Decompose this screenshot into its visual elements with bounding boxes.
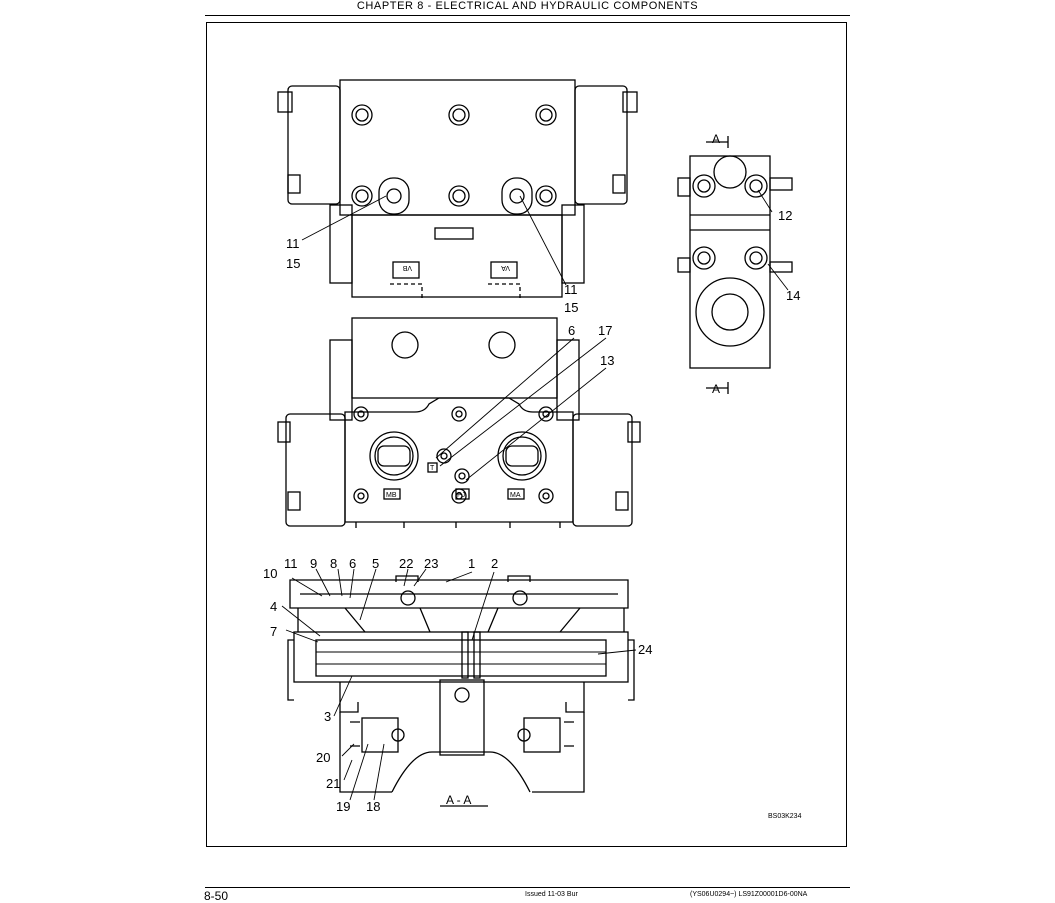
callout-bot-23: 23 [424, 556, 438, 571]
callout-bot-22: 22 [399, 556, 413, 571]
callout-bot-5: 5 [372, 556, 379, 571]
leader-lines [281, 189, 789, 801]
figure-code: BS03K234 [768, 813, 802, 820]
chapter-header: CHAPTER 8 - ELECTRICAL AND HYDRAULIC COM… [356, 0, 699, 12]
callout-bot-24: 24 [638, 642, 652, 657]
port-mark-t: T [430, 465, 435, 472]
header-rule [205, 15, 850, 16]
callout-bot-2: 2 [491, 556, 498, 571]
port-mark-mb: MB [386, 492, 397, 499]
page-number: 8-50 [204, 889, 229, 903]
callout-bot-21: 21 [326, 776, 340, 791]
callout-bot-7: 7 [270, 624, 277, 639]
callout-top-11-right: 11 [564, 282, 578, 297]
callout-bot-18: 18 [366, 799, 380, 814]
callout-bot-8: 8 [330, 556, 337, 571]
issued-date: Issued 11-03 Bur [525, 891, 578, 898]
port-mark-vb: VB [402, 264, 412, 271]
port-mark-pj: PJ [457, 492, 465, 499]
callout-mid-6: 6 [568, 323, 575, 338]
callout-bot-20: 20 [316, 750, 330, 765]
callout-bot-10: 10 [263, 566, 277, 581]
callout-bot-11: 11 [284, 556, 298, 571]
callout-bot-6: 6 [349, 556, 356, 571]
front-view [277, 317, 641, 528]
top-view [277, 79, 638, 298]
port-mark-ma: MA [510, 492, 521, 499]
footer-rule [205, 887, 850, 888]
callout-12: 12 [778, 208, 792, 223]
callout-top-15-right: 15 [564, 300, 578, 315]
callout-bot-9: 9 [310, 556, 317, 571]
callout-mid-13: 13 [600, 353, 614, 368]
callout-top-11-left: 11 [286, 236, 300, 251]
section-title: A - A [446, 793, 471, 807]
port-mark-va: VA [501, 264, 510, 271]
callout-bot-19: 19 [336, 799, 350, 814]
callout-top-15-left: 15 [286, 256, 300, 271]
figure-frame [206, 22, 847, 847]
callout-bot-1: 1 [468, 556, 475, 571]
section-view [287, 575, 635, 807]
document-id: (YS06U0294~) LS91Z00001D6-00NA [690, 891, 808, 898]
callout-mid-17: 17 [598, 323, 612, 338]
figure-labels: 11 15 11 15 VB VA A A 12 14 6 17 13 MB M… [263, 132, 802, 820]
callout-bot-4: 4 [270, 599, 277, 614]
callout-14: 14 [786, 288, 800, 303]
callout-bot-3: 3 [324, 709, 331, 724]
side-view [677, 136, 793, 394]
section-mark-top: A [712, 132, 720, 146]
section-mark-bottom: A [712, 382, 720, 396]
